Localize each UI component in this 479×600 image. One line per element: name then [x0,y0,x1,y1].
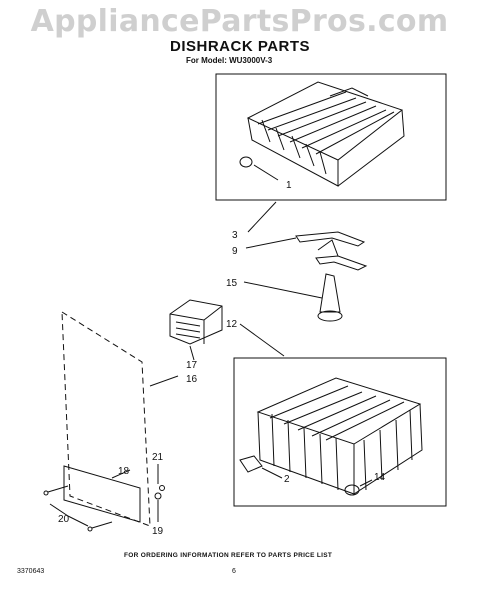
watermark: AppliancePartsPros.com [30,4,449,39]
callout-15: 15 [226,278,238,289]
callout-18: 18 [118,466,130,477]
upper-rack-frame [215,73,447,201]
page-number: 6 [232,568,236,575]
callout-3: 3 [232,230,238,241]
callout-21: 21 [152,452,164,463]
callout-14: 14 [374,472,386,483]
kick-plate-part [63,465,141,523]
document-number: 3370643 [17,568,45,575]
model-line: For Model: WU3000V-3 [186,56,273,65]
callout-17: 17 [186,360,198,371]
callout-1: 1 [286,180,292,191]
lower-rack-frame [233,357,447,507]
clip-part [154,492,162,500]
callout-9: 9 [232,246,238,257]
callout-2: 2 [284,474,290,485]
rack-bumper-part [239,156,253,168]
screw-parts [43,485,113,532]
callout-16: 16 [186,374,198,385]
diagram-title: DISHRACK PARTS [170,38,311,55]
rack-roller-part [344,484,360,496]
spray-arm-part [295,231,366,247]
rack-wheel-part [239,455,263,473]
ordering-note: FOR ORDERING INFORMATION REFER TO PARTS … [124,552,333,559]
callout-19: 19 [152,526,164,537]
lower-rack-illustration [256,377,423,495]
callout-20: 20 [58,514,70,525]
silverware-basket-part [169,299,223,345]
door-panel-part [61,311,151,527]
spray-tube-part [319,273,341,313]
upper-rack-illustration [246,81,405,187]
callout-12: 12 [226,319,238,330]
